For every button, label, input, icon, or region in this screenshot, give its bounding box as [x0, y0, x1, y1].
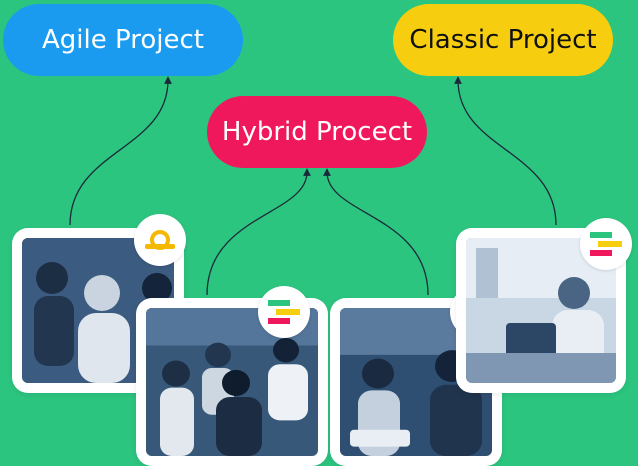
- photo-team-4: [456, 218, 632, 393]
- classic-method-badge: [258, 286, 310, 338]
- classic-project-label: Classic Project: [409, 25, 597, 55]
- photo-team-2: [136, 286, 328, 466]
- agile-project-node: Agile Project: [3, 4, 243, 76]
- gantt-bars-icon: [590, 232, 622, 256]
- connector-team2-to-hybrid: [206, 168, 311, 296]
- connector-team3-to-hybrid: [323, 168, 429, 296]
- connector-team1-to-agile: [69, 76, 172, 226]
- hybrid-project-label: Hybrid Procect: [221, 117, 413, 147]
- agile-method-icon: [145, 230, 175, 250]
- agile-project-label: Agile Project: [42, 25, 204, 55]
- agile-method-badge: [134, 214, 186, 266]
- classic-method-badge: [580, 218, 632, 270]
- team-photo: [146, 308, 318, 456]
- classic-project-node: Classic Project: [393, 4, 613, 76]
- connector-team4-to-classic: [454, 76, 557, 226]
- gantt-bars-icon: [268, 300, 300, 324]
- hybrid-project-node: Hybrid Procect: [207, 96, 427, 168]
